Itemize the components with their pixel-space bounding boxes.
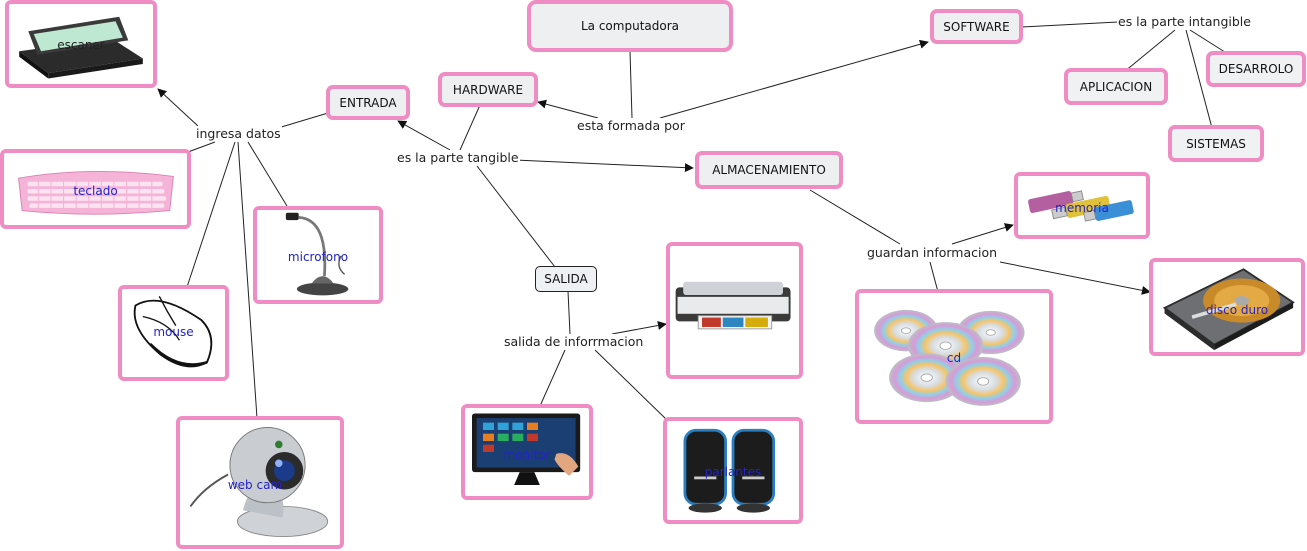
link-intangible-sistemas (1185, 29, 1213, 129)
link-intangible-aplicacion (1123, 29, 1176, 73)
speakers-image (683, 428, 776, 513)
link-intangible-desarrolo (1189, 29, 1229, 55)
monitor-image (472, 413, 581, 485)
node-memoria[interactable]: memoria (1014, 172, 1150, 239)
usb-memory-image (1028, 190, 1134, 222)
link-entrada-ingresa (277, 112, 329, 129)
link-guardan-memoria (951, 223, 1014, 245)
node-teclado[interactable]: teclado (0, 149, 191, 229)
webcam-image (189, 427, 329, 538)
cd-discs-image (874, 309, 1025, 406)
concept-software[interactable]: SOFTWARE (930, 9, 1023, 44)
link-info-monitor (539, 349, 566, 407)
link-formada-software (659, 39, 929, 119)
node-mouse[interactable]: mouse (118, 285, 229, 381)
node-monitor[interactable]: monitor (461, 404, 593, 500)
keyboard-image (18, 170, 174, 215)
monitor-caption: monitor (503, 448, 551, 462)
memoria-caption: memoria (1055, 201, 1109, 215)
parlantes-caption: parlantes (704, 465, 762, 479)
link-label-guardan-informacion: guardan informacion (866, 245, 999, 260)
concept-hardware[interactable]: HARDWARE (438, 72, 538, 107)
node-escaner[interactable]: escaner (5, 0, 157, 88)
teclado-caption: teclado (73, 184, 118, 198)
link-ingresa-escaner (157, 88, 199, 127)
hard-disk-image (1162, 268, 1295, 351)
microphone-image (285, 212, 349, 296)
node-impresora[interactable] (666, 242, 803, 379)
concept-sistemas[interactable]: SISTEMAS (1168, 125, 1264, 162)
link-label-parte-tangible: es la parte tangible (396, 150, 520, 165)
printer-image (675, 281, 791, 330)
link-formada-hardware (537, 99, 599, 119)
link-software-intangible (1021, 21, 1119, 28)
link-salida-info (567, 290, 571, 335)
scanner-image (19, 16, 143, 79)
link-info-parlantes (594, 349, 668, 421)
link-label-parte-intangible: es la parte intangible (1117, 14, 1252, 29)
link-label-ingresa-datos: ingresa datos (195, 126, 282, 141)
cd-caption: cd (946, 351, 962, 365)
node-webcam[interactable]: web cam (176, 416, 344, 549)
link-tangible-entrada (397, 120, 451, 151)
node-disco-duro[interactable]: disco duro (1149, 258, 1305, 356)
link-hardware-tangible (459, 104, 481, 151)
link-label-salida-informacion: salida de inforrmacion (503, 334, 645, 349)
microfono-caption: microfono (287, 250, 349, 264)
link-almac-guardan (809, 189, 901, 245)
node-parlantes[interactable]: parlantes (663, 417, 803, 524)
link-ingresa-microfono (247, 141, 288, 207)
link-ingresa-webcam (237, 141, 258, 419)
link-ingresa-teclado (187, 141, 216, 153)
link-tangible-almacenamiento (514, 159, 694, 173)
webcam-caption: web cam (227, 478, 283, 492)
mouse-caption: mouse (153, 325, 194, 339)
concept-almacenamiento[interactable]: ALMACENAMIENTO (695, 151, 843, 189)
node-cd[interactable]: cd (855, 289, 1053, 424)
node-microfono[interactable]: microfono (253, 206, 383, 304)
concept-salida[interactable]: SALIDA (535, 266, 597, 292)
concept-la-computadora[interactable]: La computadora (527, 0, 733, 52)
link-info-impresora (611, 321, 667, 335)
link-guardan-disco (999, 261, 1151, 295)
link-guardan-cd (929, 261, 939, 293)
concept-desarrolo[interactable]: DESARROLO (1206, 51, 1306, 87)
link-ingresa-mouse (186, 141, 236, 288)
link-label-esta-formada-por: esta formada por (576, 118, 686, 133)
escaner-caption: escaner (57, 38, 105, 52)
link-tangible-salida (476, 165, 556, 268)
concept-aplicacion[interactable]: APLICACION (1064, 68, 1168, 105)
mouse-image (133, 296, 213, 368)
disco-duro-caption: disco duro (1205, 303, 1269, 317)
link-root-formada (629, 50, 633, 119)
concept-entrada[interactable]: ENTRADA (326, 85, 410, 120)
